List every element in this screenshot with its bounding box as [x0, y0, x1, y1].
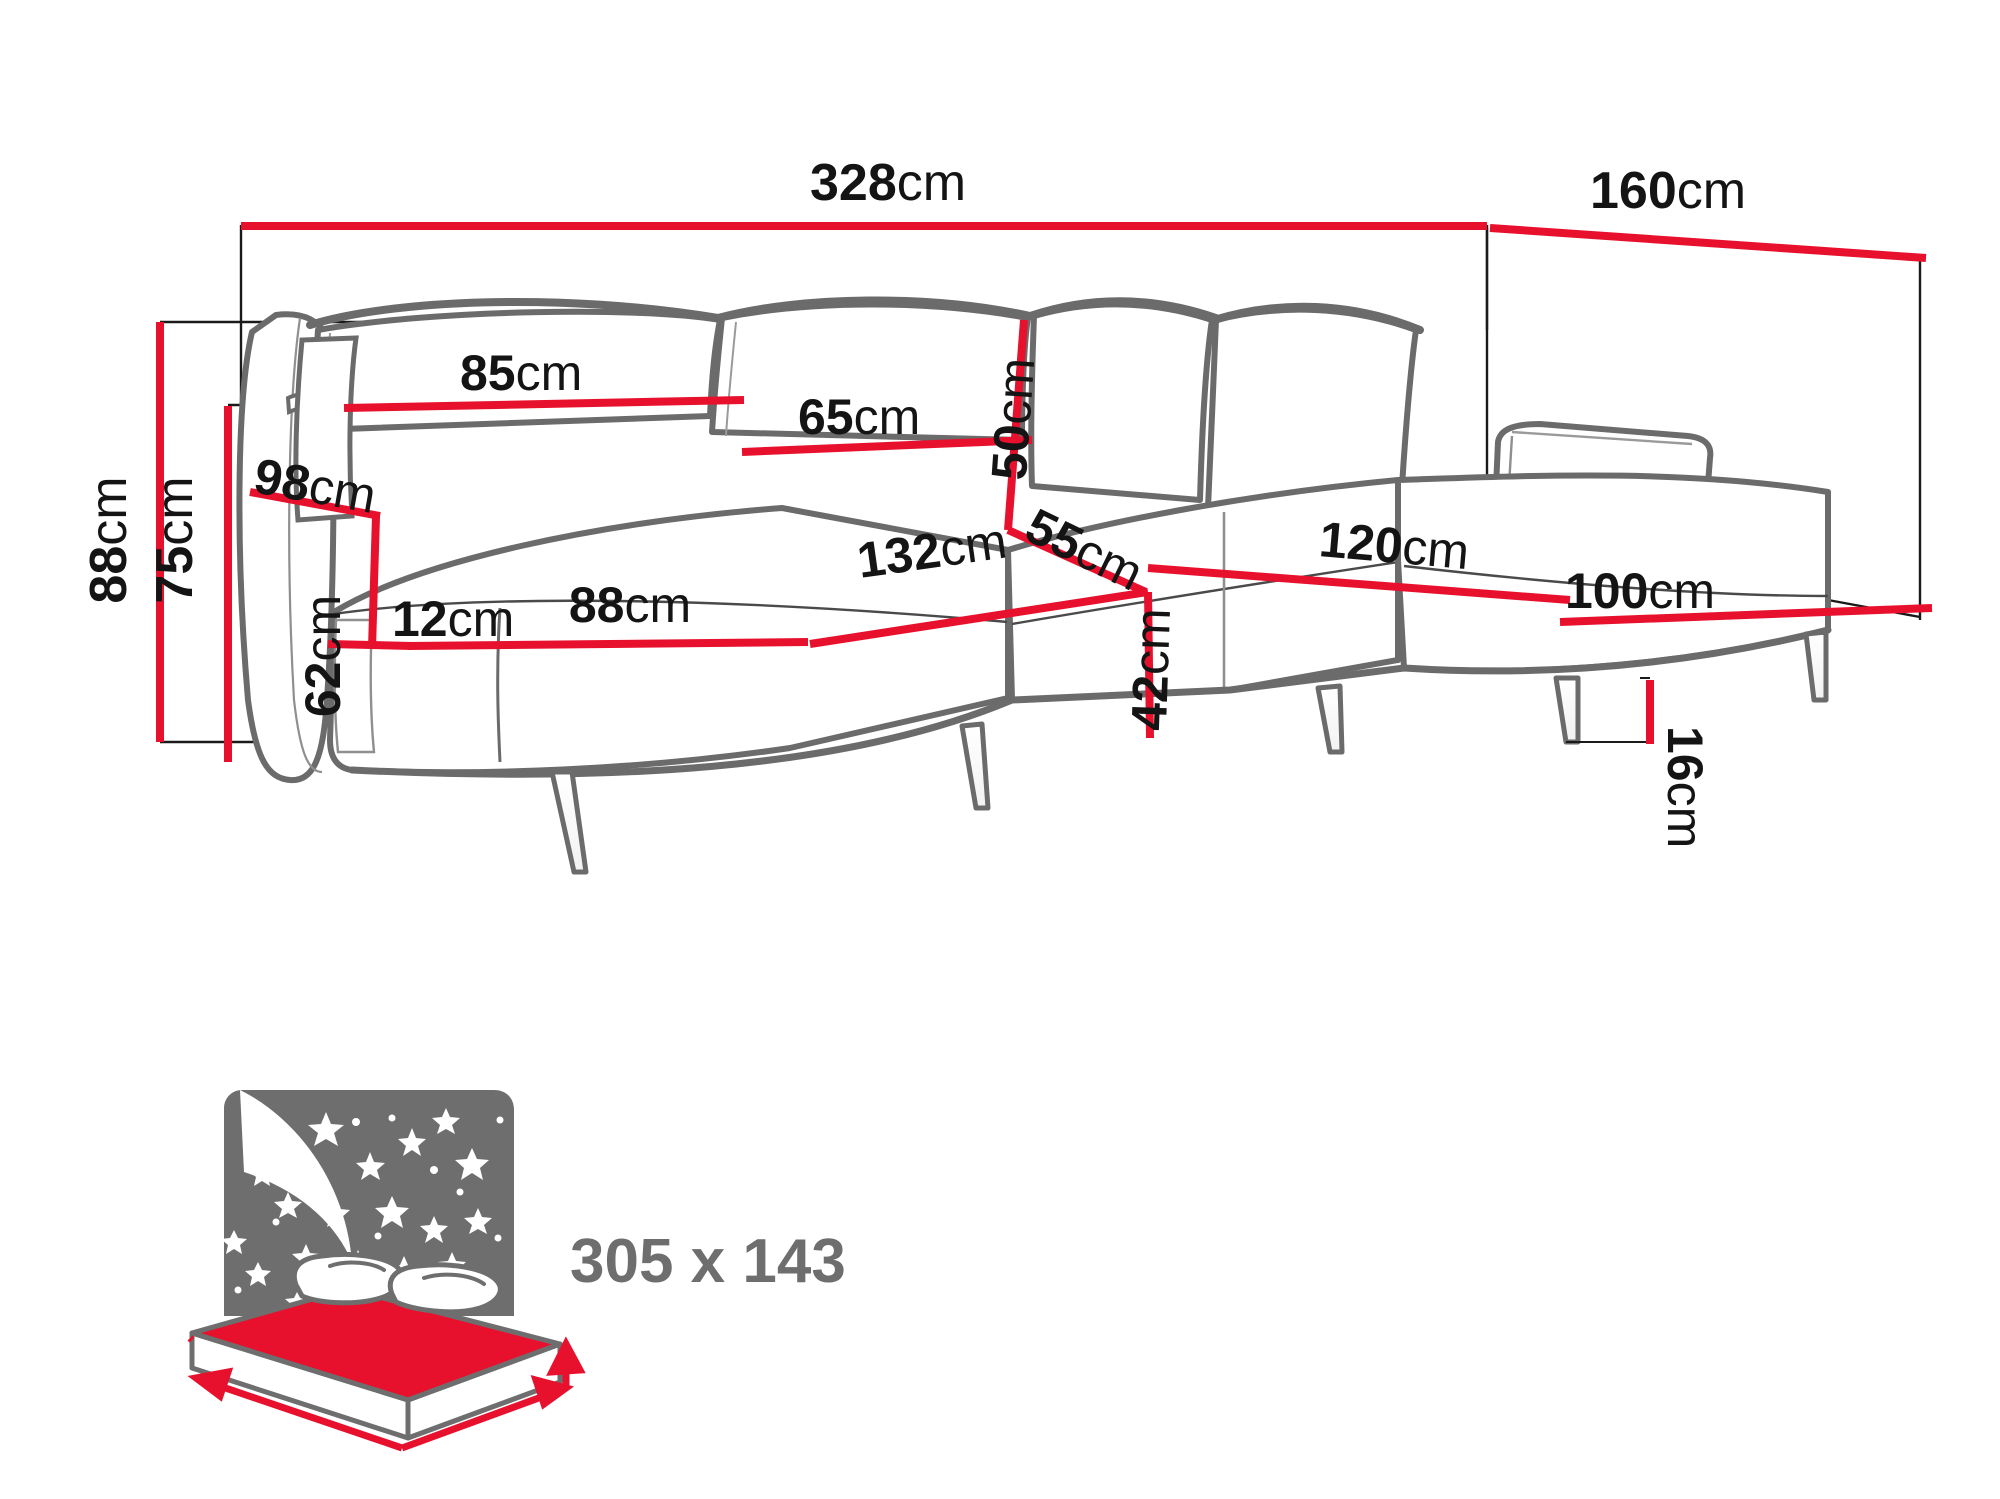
- sofa-back-top-3: [1026, 297, 1220, 322]
- label-armrest-height: 62cm: [295, 595, 351, 717]
- backrest-2-seam: [725, 321, 737, 437]
- dimline-88-seat: [407, 638, 809, 650]
- label-chaise-right-length: 120cm: [1317, 511, 1471, 580]
- label-chaise-right-depth: 100cm: [1565, 563, 1715, 619]
- dimline-62: [368, 515, 380, 649]
- label-seat-left-width: 88cm: [569, 577, 691, 633]
- right-arm-top-hl: [1511, 430, 1693, 446]
- dimline-65: [741, 436, 1033, 456]
- label-overall-depth: 160cm: [1590, 162, 1746, 220]
- label-backrest-left-width: 85cm: [460, 345, 582, 401]
- label-backrest-cushion-height: 50cm: [981, 356, 1045, 482]
- backrest-cushion-left-outer: [293, 335, 359, 523]
- label-seat-height: 42cm: [1121, 607, 1181, 731]
- dimline-85: [343, 396, 745, 412]
- mattress-top-red: [192, 1289, 560, 1400]
- dimline-160: [1489, 224, 1927, 262]
- dimline-55: [1006, 526, 1148, 596]
- left-arm-detail-panel: [333, 618, 376, 754]
- label-back-height: 75cm: [146, 476, 204, 603]
- dimline-50: [1004, 319, 1028, 531]
- left-arm-inner-seam: [288, 317, 323, 774]
- dimline-12: [327, 640, 413, 650]
- dimline-98: [249, 488, 381, 520]
- label-backrest-mid-width: 65cm: [798, 389, 920, 445]
- sofa-back-top-left: [306, 297, 722, 329]
- sleep-size-label: 305 x 143: [570, 1227, 846, 1296]
- label-armrest-depth: 98cm: [250, 448, 380, 524]
- dimline-132: [809, 588, 1149, 648]
- dimension-lines: [156, 222, 1933, 762]
- sofa-back-top-2: [714, 296, 1034, 322]
- pillow-right: [387, 1262, 503, 1315]
- corner-seat-inner-edge: [1011, 560, 1399, 626]
- label-overall-height: 88cm: [80, 476, 138, 603]
- dimension-labels: 328cm 160cm 88cm 75cm 85cm 65cm: [80, 154, 1746, 848]
- label-chaise-left-length: 132cm: [854, 513, 1010, 589]
- dimline-120: [1147, 564, 1571, 604]
- leg-4: [1553, 675, 1581, 745]
- leg-2: [959, 721, 991, 811]
- left-seat-vertical-seam: [496, 607, 502, 763]
- leg-bottom-guides: [1566, 677, 1650, 743]
- sofa-back-top-4: [1210, 302, 1424, 334]
- sofa-legs: [549, 629, 1829, 875]
- dimline-42: [1144, 591, 1154, 739]
- pillow-right-fold: [422, 1272, 486, 1286]
- backrest-cushion-3: [1028, 301, 1215, 503]
- dimline-100: [1559, 604, 1933, 626]
- label-leg-height: 16cm: [1657, 726, 1713, 848]
- mattress-top-outline: [189, 1286, 563, 1403]
- sleep-function-icon: 305 x 143: [187, 1090, 846, 1452]
- moon-icon: [240, 1090, 352, 1262]
- leg-3: [1315, 683, 1345, 755]
- label-armrest-thickness: 12cm: [392, 591, 514, 647]
- label-overall-width: 328cm: [810, 154, 966, 212]
- leg-1: [549, 769, 589, 875]
- mattress-dimension-arrows: [187, 1335, 586, 1452]
- leg-5: [1803, 629, 1829, 703]
- pillow-left-fold: [328, 1260, 386, 1272]
- left-seat-front-edge: [333, 599, 1009, 624]
- right-seat-front-edge: [1403, 564, 1829, 598]
